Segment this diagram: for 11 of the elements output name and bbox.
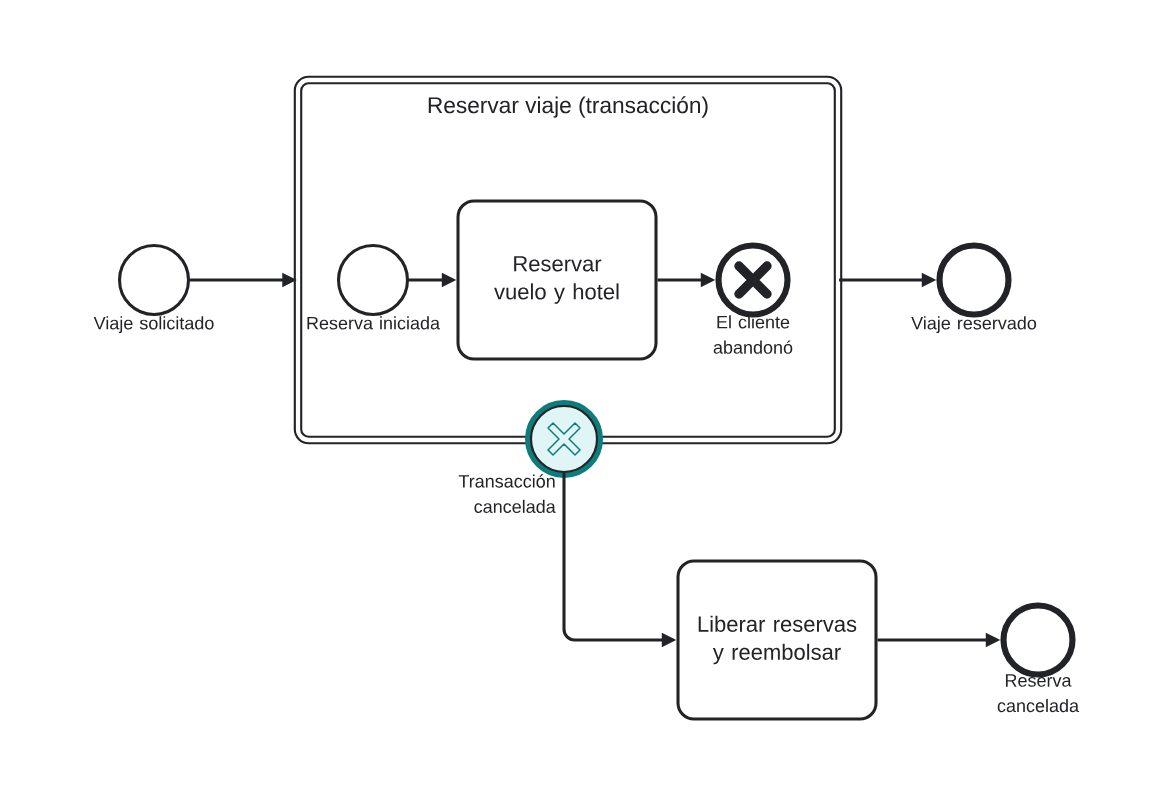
task-box: Liberar reservas y reembolsar (676, 559, 878, 721)
end-event-circle (936, 242, 1012, 318)
event-label: El cliente abandonó (713, 315, 793, 354)
event-label: Reserva cancelada (997, 674, 1079, 713)
event-label: Viaje solicitado (93, 316, 214, 334)
start-event-circle (336, 243, 410, 317)
event-label: Viaje reservado (911, 316, 1037, 334)
event-label: Reserva iniciada (307, 316, 440, 330)
start-event-circle (117, 243, 191, 317)
task-box: Reservar vuelo y hotel (456, 199, 658, 361)
event-label: Transacción cancelada (458, 474, 556, 513)
